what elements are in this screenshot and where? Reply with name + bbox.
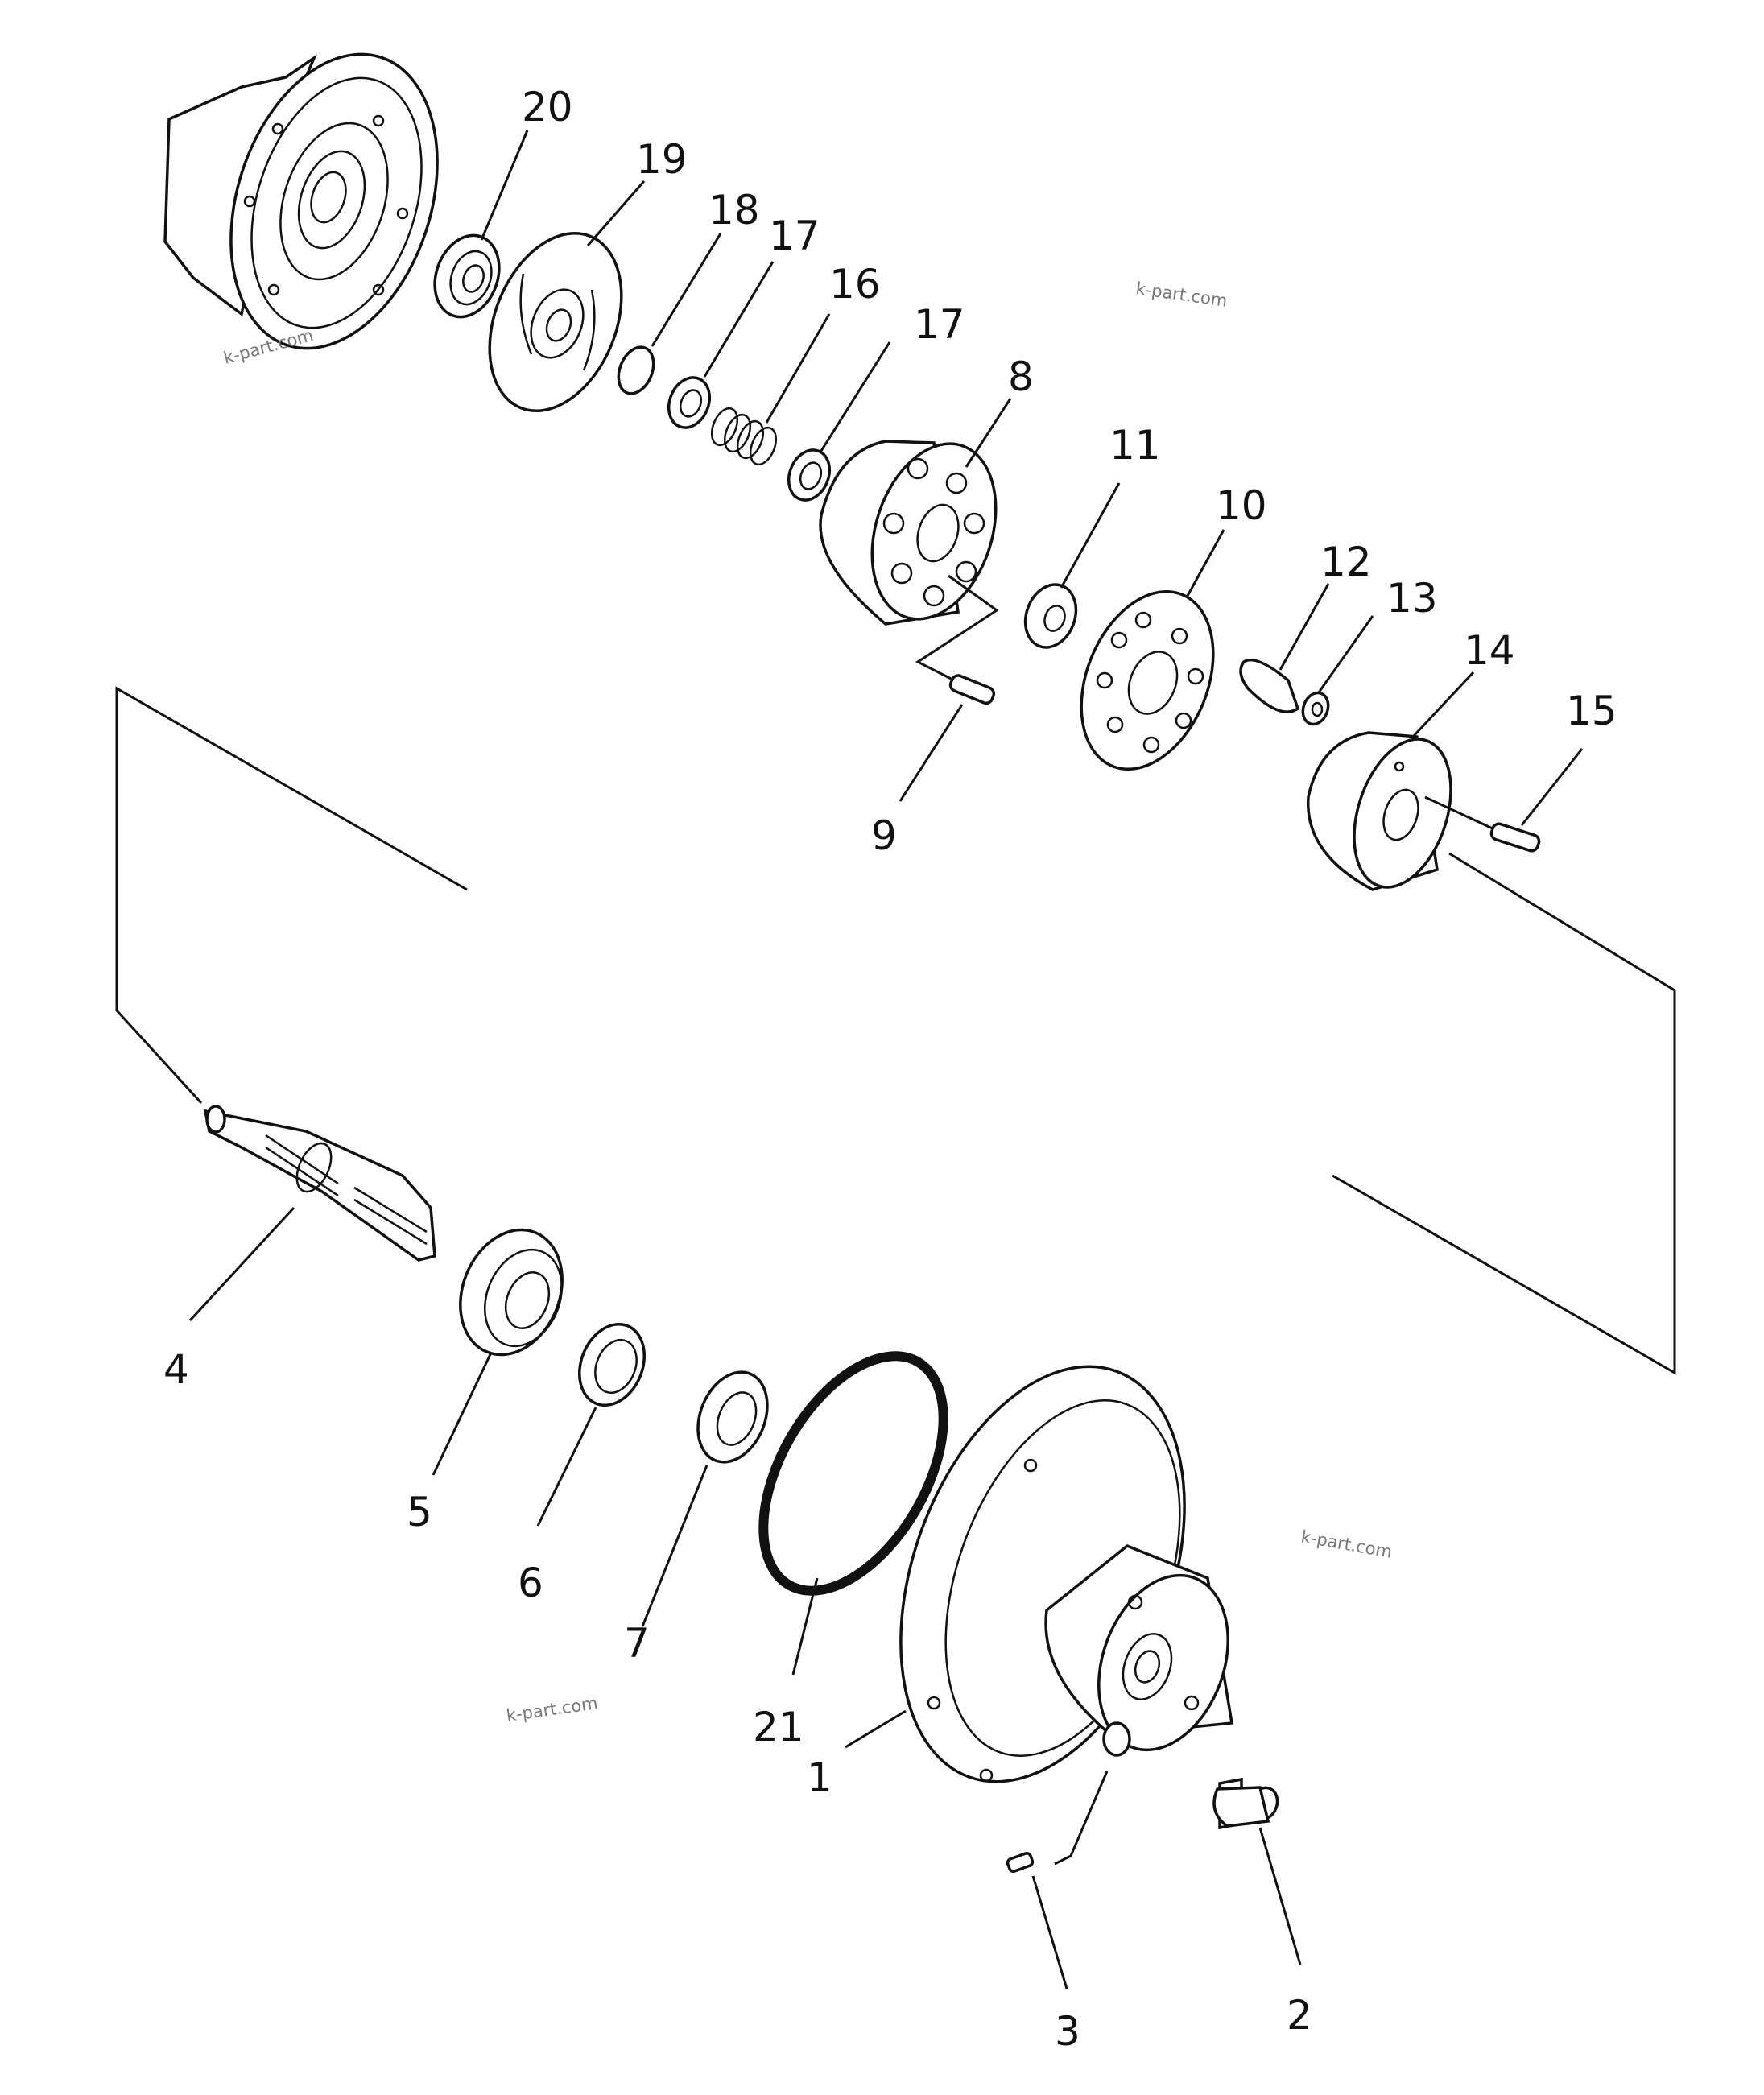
part-19-valve-plate (488, 231, 623, 413)
callout-16: 16 (829, 261, 881, 308)
callout-labels: 20 19 18 17 16 17 8 11 10 12 13 14 15 9 … (163, 84, 1617, 2055)
callout-13: 13 (1386, 575, 1438, 622)
end-cover-housing (163, 52, 439, 350)
part-7-oil-seal (696, 1370, 769, 1464)
watermark-4: k-part.com (505, 1693, 599, 1725)
part-10-retainer-plate (1080, 589, 1215, 771)
leader-lines (188, 130, 1584, 1990)
callout-2: 2 (1287, 1992, 1312, 2039)
part-21-o-ring (758, 1351, 948, 1596)
part-3-pin (1006, 1852, 1035, 1873)
part-4-shaft (203, 1105, 436, 1262)
callout-19: 19 (636, 136, 688, 183)
callout-18: 18 (708, 187, 760, 233)
part-14-swash-plate (1307, 731, 1452, 891)
part-5-bearing (459, 1228, 564, 1357)
callout-11: 11 (1109, 422, 1161, 469)
callout-6: 6 (518, 1560, 543, 1606)
callout-20: 20 (522, 84, 573, 130)
callout-3: 3 (1055, 2008, 1080, 2055)
callout-8: 8 (1008, 353, 1034, 400)
callout-17-b: 17 (914, 301, 965, 348)
part-2-plug (1212, 1777, 1279, 1830)
part-9-pin (915, 574, 999, 705)
part-8-cylinder-block (819, 440, 998, 626)
callout-4: 4 (163, 1346, 189, 1393)
part-1-front-housing (899, 1365, 1234, 1783)
part-11-bushing (1023, 583, 1078, 649)
watermark-2: k-part.com (1134, 279, 1229, 311)
part-6-needle-bearing (577, 1322, 647, 1407)
callout-1: 1 (807, 1754, 832, 1801)
assembly-guide-lines (115, 686, 1676, 1375)
part-15-pin (1424, 795, 1541, 853)
callout-7: 7 (624, 1620, 650, 1667)
part-13-shoe (1301, 691, 1330, 726)
watermark-3: k-part.com (1299, 1527, 1394, 1561)
part-17-washer-b (787, 448, 832, 502)
callout-14: 14 (1464, 627, 1515, 674)
part-16-spring (710, 407, 778, 466)
part-18-snap-ring (617, 345, 655, 395)
part-20-bearing (433, 233, 501, 319)
callout-15: 15 (1566, 688, 1617, 734)
callout-10: 10 (1216, 482, 1267, 529)
part-12-piston (1239, 658, 1300, 713)
part-17-washer-a (667, 376, 712, 429)
callout-12: 12 (1320, 539, 1372, 585)
callout-21: 21 (753, 1704, 804, 1750)
callout-9: 9 (871, 812, 897, 859)
callout-5: 5 (407, 1489, 432, 1535)
callout-17-a: 17 (769, 213, 820, 259)
